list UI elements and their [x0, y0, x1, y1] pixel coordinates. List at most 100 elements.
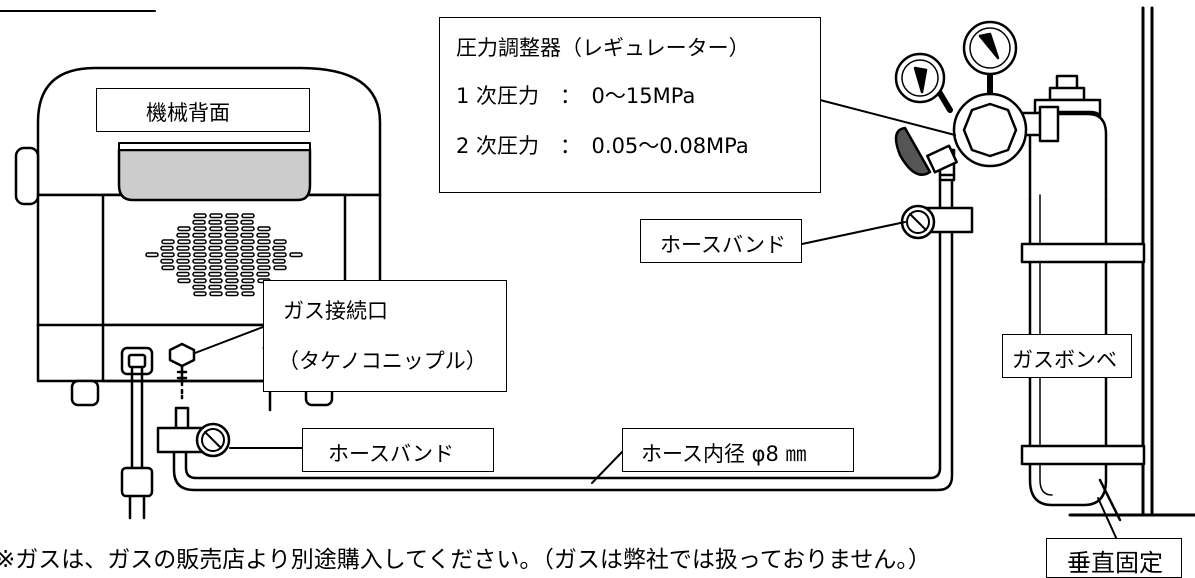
vent-slot — [256, 245, 270, 251]
hose-band-lower-label-box: ホースバンド — [302, 428, 494, 472]
vent-slot — [240, 284, 254, 290]
vent-slot — [240, 232, 254, 238]
vent-slot — [240, 245, 254, 251]
vent-slot — [192, 258, 206, 264]
vent-slot — [193, 252, 207, 258]
vent-slot — [209, 278, 223, 284]
vent-slot — [224, 232, 238, 238]
vent-slot — [240, 219, 254, 225]
vertical-fix-label-box: 垂直固定 — [1046, 538, 1182, 578]
leader-lines — [194, 99, 1119, 543]
regulator-title: 圧力調整器（レギュレーター） — [456, 36, 750, 60]
vent-slot — [193, 291, 207, 297]
vent-slot — [272, 258, 286, 264]
vent-slot — [224, 245, 238, 251]
vent-slot — [193, 213, 207, 219]
vent-slot — [225, 226, 239, 232]
vent-slot — [192, 219, 206, 225]
vent-slot — [177, 226, 191, 232]
vent-slot — [225, 265, 239, 271]
vent-slot — [272, 245, 286, 251]
vent-slot — [208, 271, 222, 277]
vent-slot — [273, 239, 287, 245]
vent-slot — [176, 271, 190, 277]
vent-slot — [145, 252, 159, 258]
vent-slot — [208, 219, 222, 225]
vent-slot — [176, 245, 190, 251]
vent-slot — [224, 219, 238, 225]
vent-slot — [256, 232, 270, 238]
gas-inlet-type-label: （タケノコニップル） — [278, 349, 487, 373]
hose-band-upper-label: ホースバンド — [660, 233, 786, 257]
vent-slot — [273, 265, 287, 271]
regulator — [894, 20, 1060, 182]
vent-slot — [161, 239, 175, 245]
vent-slot — [241, 239, 255, 245]
vent-slot — [241, 213, 255, 219]
vertical-fix-label: 垂直固定 — [1067, 549, 1163, 577]
vent-slot — [160, 245, 174, 251]
vent-slot — [225, 213, 239, 219]
vent-slot — [177, 239, 191, 245]
vent-slot — [256, 271, 270, 277]
gas-cylinder-label: ガスボンベ — [1012, 348, 1117, 372]
vent-slot — [256, 258, 270, 264]
vent-slot — [241, 265, 255, 271]
gas-inlet-nipple — [168, 342, 196, 368]
vent-slot — [192, 245, 206, 251]
vent-slot — [224, 271, 238, 277]
vent-slot — [193, 226, 207, 232]
vent-slot — [176, 258, 190, 264]
vent-slot — [257, 226, 271, 232]
gas-inlet-label-box: ガス接続口 （タケノコニップル） — [263, 280, 507, 392]
gas-inlet-label: ガス接続口 — [283, 299, 388, 323]
vent-slot — [209, 252, 223, 258]
vent-slot — [209, 265, 223, 271]
vent-slot — [241, 291, 255, 297]
vent-slot — [240, 258, 254, 264]
vent-slot — [241, 278, 255, 284]
vent-slot — [241, 226, 255, 232]
machine-back-label: 機械背面 — [146, 101, 230, 125]
vent-slot — [161, 265, 175, 271]
vent-slot — [208, 284, 222, 290]
vent-slot — [225, 278, 239, 284]
vent-slot — [176, 232, 190, 238]
primary-pressure: 1 次圧力 ： 0〜15MPa — [456, 84, 696, 108]
regulator-info-box: 圧力調整器（レギュレーター） 1 次圧力 ： 0〜15MPa 2 次圧力 ： 0… — [439, 17, 821, 193]
tray — [117, 148, 312, 202]
hose-band-lower-label: ホースバンド — [328, 442, 454, 466]
vent-slot — [193, 239, 207, 245]
adjusting-handle — [894, 126, 932, 176]
vent-slot — [160, 258, 174, 264]
vent-slot — [192, 271, 206, 277]
vent-slot — [208, 258, 222, 264]
gas-cylinder-label-box: ガスボンベ — [1002, 334, 1132, 378]
vent-slot — [224, 284, 238, 290]
vent-slot — [192, 232, 206, 238]
strap-lower — [1020, 444, 1146, 466]
vent-slot — [209, 213, 223, 219]
vent-slot — [225, 239, 239, 245]
power-cord — [130, 366, 144, 472]
vent-slot — [161, 252, 175, 258]
vent-slot — [273, 252, 287, 258]
vent-slot — [240, 271, 254, 277]
footnote: ※ガスは、ガスの販売店より別途購入してください。（ガスは弊社では扱っておりません… — [0, 547, 931, 573]
vent-slot — [177, 278, 191, 284]
vent-slot — [225, 291, 239, 297]
power-plug — [120, 466, 154, 498]
vent-slot — [241, 252, 255, 258]
machine-back-label-box: 機械背面 — [96, 88, 310, 132]
vent-slot — [224, 258, 238, 264]
vent-slot — [208, 245, 222, 251]
secondary-pressure: 2 次圧力 ： 0.05〜0.08MPa — [456, 134, 749, 158]
vent-slot — [193, 278, 207, 284]
vent-slot — [289, 252, 303, 258]
vent-slot — [193, 265, 207, 271]
hose-diameter-label-box: ホース内径 φ8 ㎜ — [622, 428, 854, 472]
vent-slot — [257, 252, 271, 258]
hose — [156, 178, 974, 492]
hose-band-upper-label-box: ホースバンド — [640, 219, 802, 263]
vent-slot — [177, 265, 191, 271]
